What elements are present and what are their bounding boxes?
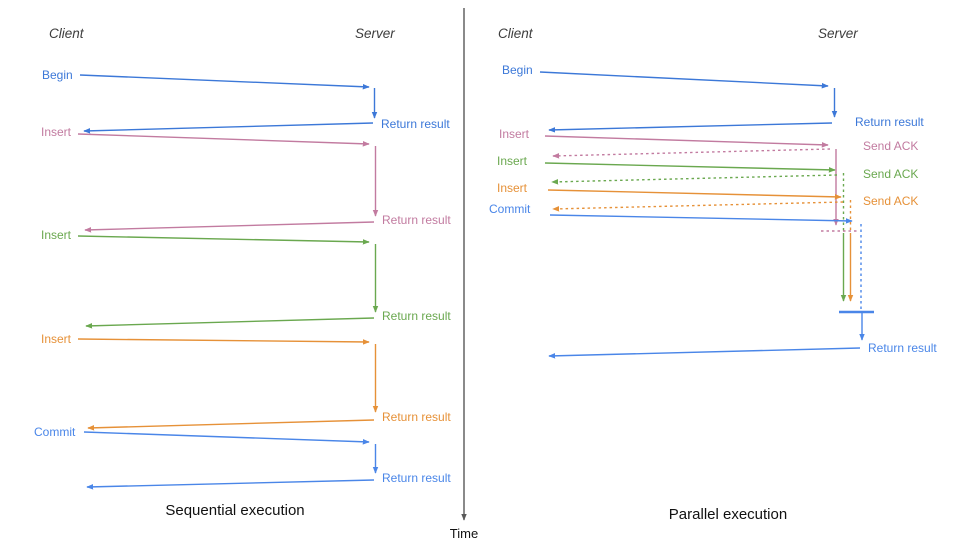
par-insert3-request-arrow	[547, 189, 842, 200]
seq-insert2-label: Insert	[41, 228, 72, 242]
par-commit-label: Commit	[489, 202, 531, 216]
seq-insert1-request-arrow	[77, 133, 370, 147]
seq-commit-label: Commit	[34, 425, 76, 439]
seq-commit-response-arrow	[86, 479, 375, 490]
par-commit-request-arrow	[549, 214, 853, 224]
seq-begin-request-arrow	[79, 74, 370, 90]
time-axis-label: Time	[450, 526, 478, 540]
seq-insert1-response-label: Return result	[382, 213, 451, 227]
seq-insert3-request-arrow	[77, 338, 370, 345]
parallel-caption: Parallel execution	[669, 506, 787, 523]
seq-client-header: Client	[49, 26, 85, 41]
par-insert1-request-arrow	[544, 135, 829, 148]
seq-insert1-response-arrow	[84, 221, 375, 233]
seq-commit-request-arrow	[83, 431, 370, 445]
seq-insert2-response-arrow	[85, 317, 375, 329]
par-insert2-request-arrow	[544, 162, 836, 173]
par-commit-response-arrow	[548, 347, 861, 359]
sequential-panel: Client Server Begin Return result Insert…	[34, 26, 451, 519]
seq-insert3-response-arrow	[87, 419, 375, 431]
par-insert2-label: Insert	[497, 154, 528, 168]
seq-insert2-response-label: Return result	[382, 309, 451, 323]
par-insert3-ack-label: Send ACK	[863, 194, 918, 208]
seq-begin-label: Begin	[42, 68, 73, 82]
seq-server-header: Server	[355, 26, 395, 41]
par-begin-response-label: Return result	[855, 115, 924, 129]
par-insert1-ack-label: Send ACK	[863, 139, 918, 153]
par-insert1-ack-arrow	[552, 148, 831, 159]
seq-commit-response-label: Return result	[382, 471, 451, 485]
seq-insert1-label: Insert	[41, 125, 72, 139]
sequential-caption: Sequential execution	[165, 502, 304, 519]
par-client-header: Client	[498, 26, 534, 41]
seq-insert3-label: Insert	[41, 332, 72, 346]
parallel-panel: Client Server Begin Return result Insert…	[489, 26, 937, 523]
par-begin-request-arrow	[539, 71, 829, 89]
seq-insert3-response-label: Return result	[382, 410, 451, 424]
par-begin-label: Begin	[502, 63, 533, 77]
seq-begin-response-arrow	[83, 122, 374, 134]
par-begin-response-arrow	[548, 122, 833, 133]
par-insert1-label: Insert	[499, 127, 530, 141]
par-insert2-ack-label: Send ACK	[863, 167, 918, 181]
par-insert3-label: Insert	[497, 181, 528, 195]
par-commit-response-label: Return result	[868, 341, 937, 355]
par-insert2-ack-arrow	[551, 174, 838, 185]
seq-begin-response-label: Return result	[381, 117, 450, 131]
par-insert3-ack-arrow	[552, 201, 844, 212]
seq-insert2-request-arrow	[77, 235, 370, 245]
par-server-header: Server	[818, 26, 858, 41]
